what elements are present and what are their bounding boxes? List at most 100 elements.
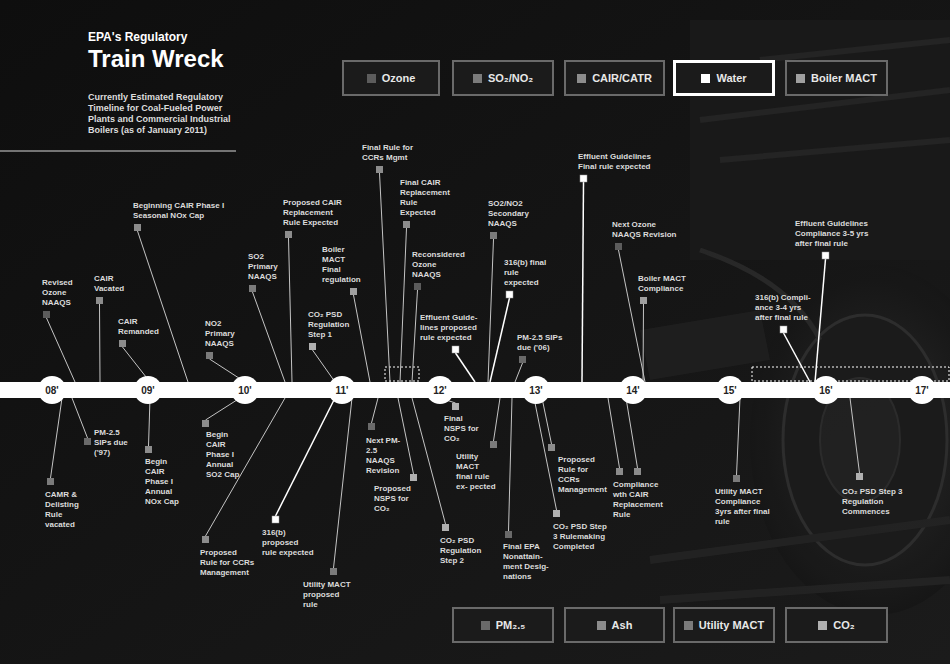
year-circle: 08' (38, 376, 66, 404)
leader-line (206, 398, 286, 536)
legend-box: Ash (564, 607, 665, 643)
event-marker (490, 232, 497, 239)
leader-line (334, 398, 353, 568)
year-circle: 12' (426, 376, 454, 404)
legend-box: Ozone (342, 60, 440, 96)
legend-box: Boiler MACT (785, 60, 888, 96)
year-circle: 17' (908, 376, 936, 404)
event-label: 316(b) final rule expected (504, 258, 552, 288)
leader-line (515, 363, 523, 382)
event-marker (410, 474, 417, 481)
legend-swatch (577, 74, 586, 83)
event-marker (615, 243, 622, 250)
event-marker (634, 468, 641, 475)
leader-line (619, 250, 646, 382)
leader-line (372, 398, 379, 423)
leader-line (784, 333, 811, 382)
leader-line (313, 350, 336, 382)
subtitle-caption: Currently Estimated Regulatory Timeline … (88, 92, 246, 136)
event-label: NO2 Primary NAAQS (205, 319, 243, 349)
event-marker (145, 446, 152, 453)
event-marker (822, 252, 829, 259)
event-marker (134, 224, 141, 231)
leader-line (47, 318, 76, 382)
event-label: Effluent Guidelines Compliance 3-5 yrs a… (795, 219, 873, 249)
leader-line (494, 398, 501, 441)
event-marker (376, 166, 383, 173)
event-label: CAIR Vacated (94, 274, 130, 294)
event-label: CAIR Remanded (118, 317, 160, 337)
event-label: Reconsidered Ozone NAAQS (412, 250, 467, 280)
legend-text: Ozone (382, 72, 416, 84)
year-circle: 15' (716, 376, 744, 404)
year-text: 10' (238, 385, 252, 396)
legend-swatch (481, 621, 490, 630)
leader-line (138, 231, 189, 382)
leader-line (643, 304, 645, 382)
legend-swatch (597, 621, 606, 630)
leader-line (815, 259, 826, 382)
year-text: 12' (433, 385, 447, 396)
event-label: Effluent Guide- lines proposed rule expe… (420, 313, 484, 343)
leader-line (206, 398, 241, 420)
event-label: Boiler MACT Compliance (638, 274, 693, 294)
event-label: CO₂ PSD Step 3 Rulemaking Completed (553, 522, 611, 552)
year-text: 09' (141, 385, 155, 396)
legend-text: Water (716, 72, 746, 84)
event-label: SO2/NO2 Secondary NAAQS (488, 199, 533, 229)
leader-line (456, 353, 476, 382)
leader-line (276, 398, 336, 516)
leader-line (534, 398, 557, 510)
event-marker (733, 475, 740, 482)
year-text: 13' (529, 385, 543, 396)
event-marker (519, 356, 526, 363)
leader-line (398, 398, 414, 474)
legend-text: PM₂.₅ (496, 619, 526, 631)
leader-line (72, 398, 88, 438)
event-label: 316(b) proposed rule expected (262, 528, 314, 558)
title-text: Train Wreck (88, 45, 224, 73)
leader-line (149, 398, 151, 446)
event-marker (119, 340, 126, 347)
event-label: CO₂ PSD Regulation Step 2 (440, 536, 486, 566)
year-text: 16' (819, 385, 833, 396)
legend-swatch (796, 74, 805, 83)
legend-text: CAIR/CATR (592, 72, 652, 84)
legend-box: CO₂ (785, 607, 888, 643)
legend-swatch (367, 74, 376, 83)
event-marker (403, 221, 410, 228)
year-text: 08' (45, 385, 59, 396)
event-label: Proposed NSPS for CO₂ (374, 484, 416, 514)
event-marker (272, 516, 279, 523)
event-label: CO₂ PSD Step 3 Regulation Commences (842, 487, 904, 517)
event-marker (640, 297, 647, 304)
year-circle: 16' (812, 376, 840, 404)
legend-swatch (684, 621, 693, 630)
event-marker (96, 297, 103, 304)
event-marker (202, 420, 209, 427)
leader-line (850, 398, 860, 473)
event-marker (553, 510, 560, 517)
leader-line (51, 398, 63, 478)
event-marker (330, 568, 337, 575)
year-text: 11' (336, 385, 349, 396)
title-kicker: EPA's Regulatory (88, 30, 187, 44)
leader-line (488, 239, 494, 382)
event-label: Next Ozone NAAQS Revision (612, 220, 678, 240)
leader-line (490, 298, 510, 382)
legend-box: SO₂/NO₂ (452, 60, 554, 96)
leader-line (380, 173, 391, 382)
leader-line (542, 398, 552, 444)
event-label: SO2 Primary NAAQS (248, 252, 286, 282)
event-marker (43, 311, 50, 318)
event-marker (580, 175, 587, 182)
event-label: Boiler MACT Final regulation (322, 245, 364, 285)
legend-text: Utility MACT (699, 619, 764, 631)
event-label: Begin CAIR Phase I Annual NOx Cap (145, 457, 185, 507)
title-rule (0, 151, 236, 152)
leader-line (737, 398, 741, 475)
year-circle: 10' (231, 376, 259, 404)
event-marker (616, 468, 623, 475)
event-label: Effluent Guidelines Final rule expected (578, 152, 653, 172)
